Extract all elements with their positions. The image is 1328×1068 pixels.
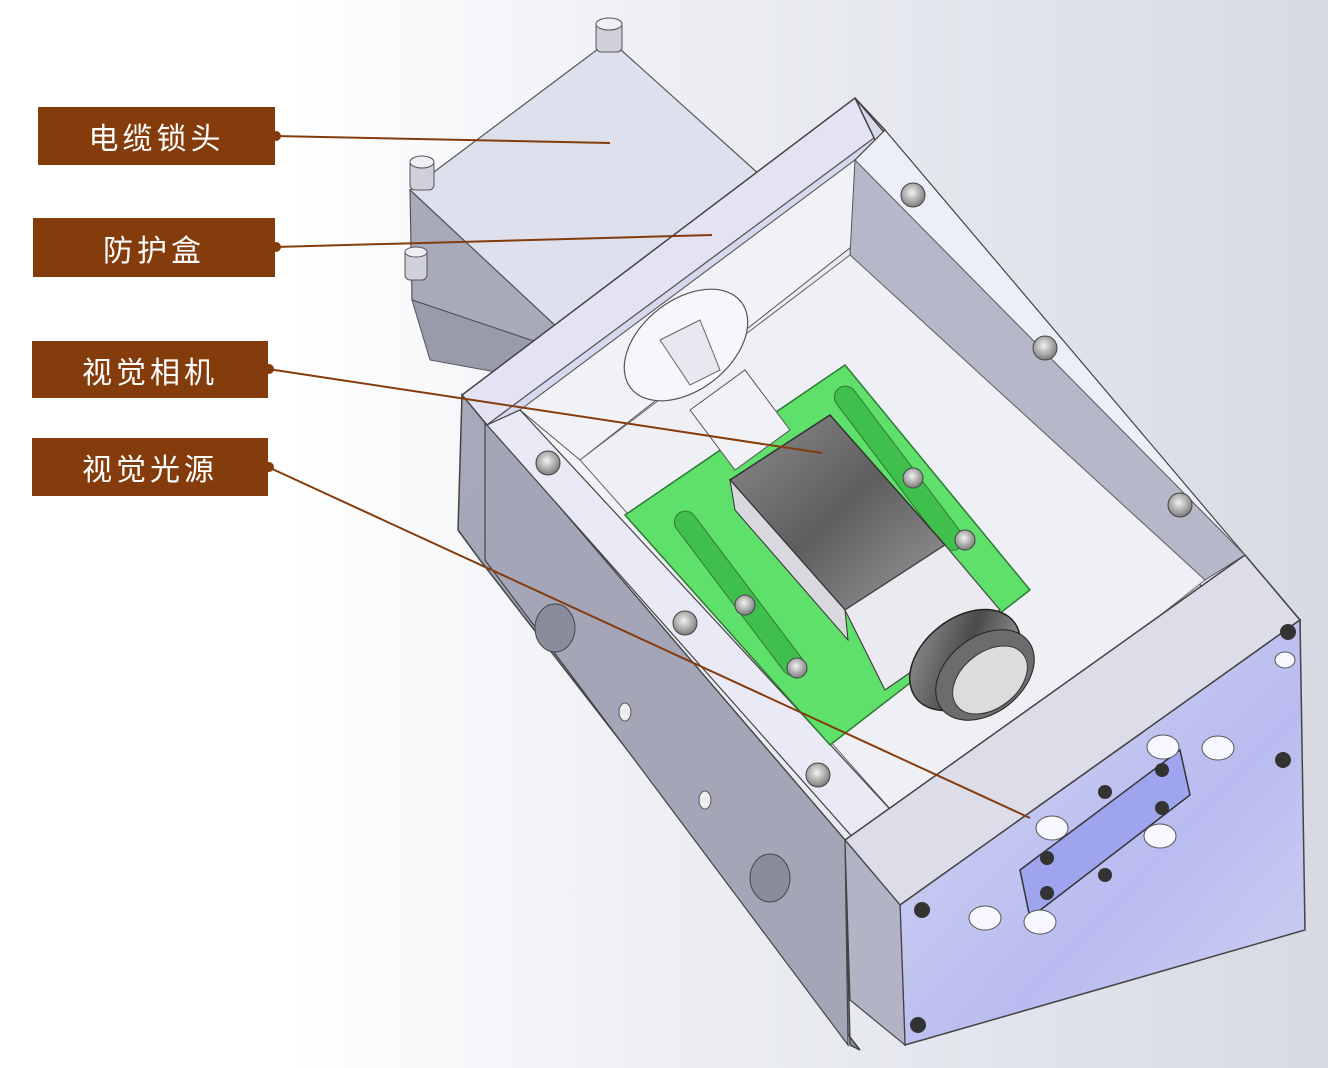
callout-cable-lock-label: 电缆锁头 [38, 107, 275, 165]
leader-line-vision-light [267, 466, 1031, 819]
rim-screws [534, 182, 1193, 903]
callout-protective-box-label: 防护盒 [33, 218, 275, 277]
leader-lines [267, 135, 1031, 819]
callout-vision-camera-label: 视觉相机 [32, 341, 268, 398]
leader-line-vision-camera [267, 368, 823, 454]
leader-dots [264, 131, 281, 472]
vision-light-part [843, 553, 1306, 1047]
leader-line-cable-lock [274, 135, 611, 144]
leader-line-protective-box [274, 234, 713, 248]
callout-vision-light-label: 视觉光源 [32, 438, 268, 496]
